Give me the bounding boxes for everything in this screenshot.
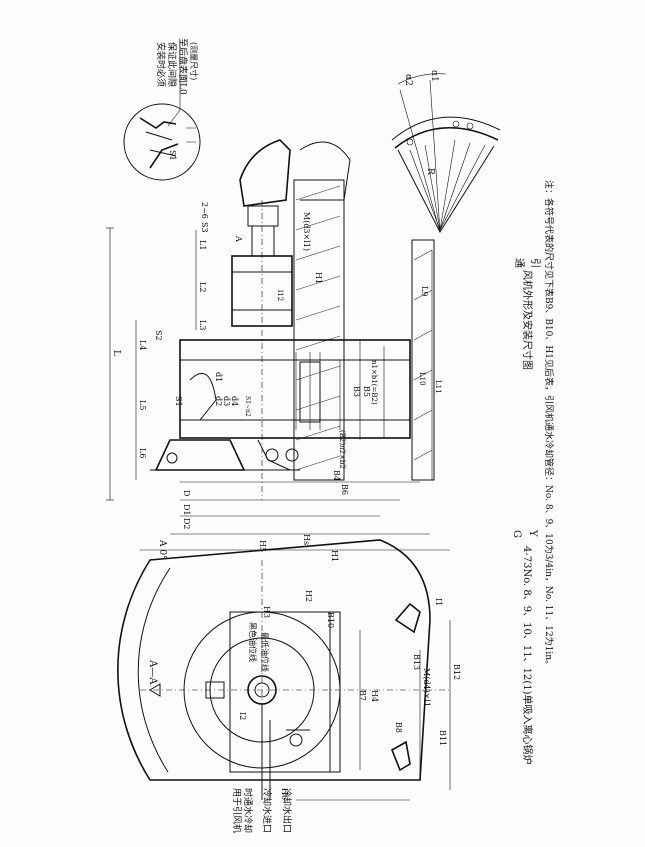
cooling-legend-2: 时通水冷却 bbox=[242, 788, 254, 833]
dim-hs: Hs bbox=[302, 534, 311, 545]
dim-m-d3: M(d3×l1) bbox=[302, 212, 311, 251]
dim-l11: L11 bbox=[434, 380, 442, 394]
dim-h6: H6 bbox=[280, 788, 289, 800]
gap-note-line3: 至后盘表面L0 bbox=[177, 38, 189, 95]
dim-b5: B5 bbox=[362, 386, 371, 397]
cooling-legend-4: 冷却水出口 bbox=[281, 788, 293, 833]
dim-l10: L10 bbox=[418, 372, 426, 386]
caption-prefix-y: Y bbox=[527, 529, 538, 537]
dim-h5: H5 bbox=[258, 540, 267, 552]
gap-detail-view: 安装时必须 保证此间隙 至后盘表面L0 (测量尺寸) S1 bbox=[123, 38, 201, 181]
dim-l6: L6 bbox=[138, 448, 147, 458]
figure-caption: G Y 4-73No. 8、9、10、11、12(1)单吸入离心锅炉 通 引 风… bbox=[511, 180, 555, 764]
gap-note-line2: 保证此间隙 bbox=[166, 42, 178, 87]
dim-b6: B6 bbox=[340, 484, 349, 495]
side-elevation-view: 2~6 S3 L1 L2 L3 L4 L5 L6 L L9 L10 L11 l1… bbox=[106, 139, 442, 530]
dim-i2: I2 bbox=[238, 712, 247, 720]
dim-d2: d2 bbox=[214, 396, 223, 406]
radius-label: R bbox=[425, 168, 435, 175]
dim-l3: L3 bbox=[198, 320, 207, 330]
dim-h1: H1 bbox=[314, 272, 323, 284]
dim-s2: S2 bbox=[154, 330, 163, 341]
dim-l1: L1 bbox=[198, 240, 207, 250]
dim-d1-big: D1 bbox=[182, 504, 191, 516]
dim-b7: B7 bbox=[358, 690, 367, 701]
dim-h1-front: H1 bbox=[330, 550, 339, 562]
oil-line-1: 黑色油位线 bbox=[248, 622, 258, 662]
cooling-legend-1: 用于引风机 bbox=[231, 788, 243, 833]
caption-note: 注：各符号代表的尺寸见下表B9、B10、H1见后表，引风机通水冷却管径：No. … bbox=[543, 180, 555, 669]
dim-b12: B12 bbox=[452, 664, 461, 680]
dim-l2: L2 bbox=[198, 282, 207, 292]
dim-2-6: 2~6 bbox=[200, 202, 209, 219]
dim-i1: I1 bbox=[434, 598, 443, 606]
dim-d1: d1 bbox=[214, 372, 223, 382]
dim-b8: B8 bbox=[394, 722, 403, 733]
dim-l4: L4 bbox=[138, 340, 147, 350]
caption-prefix-g: G bbox=[511, 530, 522, 538]
gap-note-line1: 安装时必须 bbox=[155, 42, 167, 87]
dim-s1-n2: S1~n2 bbox=[244, 396, 251, 417]
front-elevation-view: A—A Hs H1 H2 H3 H4 H5 H6 B7 B8 B10 B11 B… bbox=[117, 533, 461, 833]
dim-m-d4: M(d4)×l1 bbox=[422, 668, 431, 707]
oil-line-2: 最低油位线 bbox=[260, 632, 270, 672]
dim-b10: B10 bbox=[326, 612, 335, 628]
dim-l5: L5 bbox=[138, 400, 147, 410]
dim-b3: B3 bbox=[352, 386, 361, 397]
dim-s3: S3 bbox=[200, 222, 209, 233]
caption-title-main: 4-73No. 8、9、10、11、12(1)单吸入离心锅炉 bbox=[521, 546, 534, 764]
dim-d2-big: D2 bbox=[182, 518, 191, 530]
dim-l12: l12 bbox=[276, 290, 284, 301]
alpha2-label: α2 bbox=[403, 74, 413, 86]
angle-a0: A 0° bbox=[157, 539, 167, 560]
caption-title-tail: 风机外形及安装尺寸图 bbox=[521, 270, 534, 370]
dim-b11: B11 bbox=[438, 730, 447, 746]
dim-h2: H2 bbox=[304, 590, 313, 602]
dim-n1-b1: n1×b1(=B2) bbox=[370, 360, 378, 405]
caption-title-tong: 通 bbox=[513, 258, 525, 268]
dim-h3: H3 bbox=[262, 606, 271, 618]
section-a-mark: A bbox=[234, 235, 243, 242]
dim-b13: B13 bbox=[412, 654, 421, 670]
dim-l: L bbox=[111, 350, 121, 356]
caption-title-yin: 引 bbox=[529, 258, 541, 268]
dim-n2-b2: (B2)n2×b2 bbox=[338, 430, 346, 469]
dim-d: D bbox=[182, 490, 191, 496]
section-aa-label: A—A bbox=[147, 659, 158, 685]
dim-d3: d3 bbox=[222, 396, 231, 406]
alpha1-label: α1 bbox=[429, 70, 439, 82]
impeller-detail-view: α1 α2 R bbox=[391, 70, 501, 234]
dim-d4: d4 bbox=[230, 396, 239, 406]
gap-s1-label: S1 bbox=[168, 150, 177, 161]
dim-h4: H4 bbox=[370, 690, 379, 702]
cooling-legend-3: 冷却水进口 bbox=[261, 788, 273, 833]
dim-s1: S1 bbox=[174, 396, 183, 407]
dim-b4: B4 bbox=[332, 470, 341, 481]
dim-l9: L9 bbox=[420, 286, 429, 296]
gap-note-line4: (测量尺寸) bbox=[189, 42, 199, 80]
